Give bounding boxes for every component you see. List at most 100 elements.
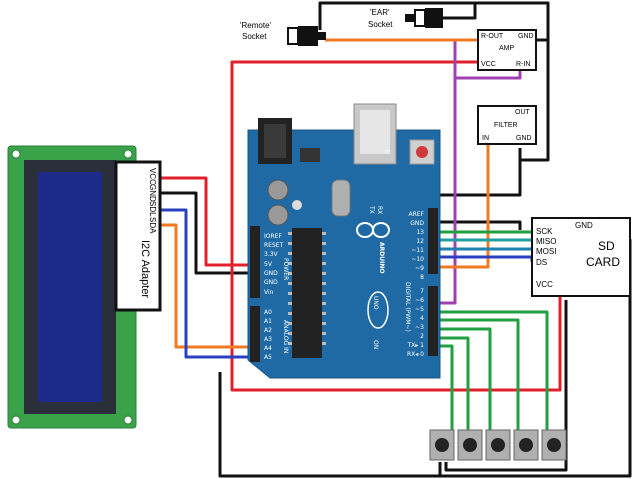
remote-socket-label-2: Socket [242, 32, 267, 41]
digital-top-pin-0: AREF [408, 211, 424, 218]
filter-out: OUT [515, 109, 531, 116]
digital-bottom-pin-4: ~3 [415, 324, 424, 331]
ear-socket-label-1: 'EAR' [370, 8, 390, 17]
push-button-3 [485, 429, 511, 461]
arduino-model: UNO [372, 296, 379, 310]
digital-bottom-pin-0: 7 [420, 288, 424, 295]
wire-blue-lcd-a5 [160, 208, 255, 359]
digital-bottom-pin-2: ~5 [415, 306, 424, 313]
i2c-title: I2C Adapter [139, 240, 151, 298]
remote-socket: 'Remote' Socket [240, 21, 326, 46]
sd-sck: SCK [536, 227, 553, 236]
filter-title: FILTER [494, 122, 518, 129]
sd-title-2: CARD [586, 255, 620, 269]
analog-label: ANALOG IN [282, 320, 289, 353]
digital-top-pin-5: ~10 [411, 256, 424, 263]
digital-label: DIGITAL (PWM~) [404, 282, 411, 332]
sd-ds: DS [536, 258, 547, 267]
digital-bottom-pin-7: RX◂ 0 [407, 351, 424, 358]
amp-title: AMP [499, 45, 515, 52]
push-button-5 [541, 429, 567, 461]
amp-r-in: R-IN [516, 61, 530, 68]
digital-top-pin-3: 12 [416, 238, 424, 245]
wire-black-arduino-gnd-sd [438, 220, 522, 230]
digital-bottom-pin-6: TX▸ 1 [406, 342, 424, 349]
power-pin-3: 5V [264, 261, 273, 268]
analog-pin-3: A3 [264, 336, 272, 343]
arduino-uno-board: ARDUINO UNO ON TX RX L IOREF RESET 3.3V … [247, 103, 441, 379]
mcu-pins [288, 232, 326, 345]
analog-header: A0 A1 A2 A3 A4 A5 ANALOG IN [250, 306, 289, 362]
digital-top-pin-7: 8 [420, 274, 424, 281]
on-label: ON [372, 340, 379, 349]
i2c-vcc: VCC [148, 168, 157, 185]
power-pin-4: GND [264, 270, 278, 277]
filter-in: IN [482, 135, 489, 142]
tx-label: TX [368, 205, 375, 214]
sd-card-module: GND SCK MISO MOSI DS VCC SD CARD [531, 217, 631, 297]
power-pin-5: GND [264, 279, 278, 286]
digital-header-bottom: 7 ~6 ~5 4 ~3 2 TX▸ 1 RX◂ 0 DIGITAL (PWM~… [404, 282, 438, 358]
arduino-logo-icon [356, 222, 390, 238]
wire-black-ear-socket [433, 3, 477, 20]
push-button-4 [513, 429, 539, 461]
i2c-adapter: VCC GND SDL SDA I2C Adapter [114, 160, 162, 312]
analog-pin-5: A5 [264, 354, 272, 361]
wire-green-btn4 [438, 336, 470, 432]
wire-orange-lcd-a4 [160, 223, 255, 349]
digital-bottom-pin-1: ~6 [415, 297, 424, 304]
wire-orange-filter-pin9 [438, 140, 490, 269]
digital-top-pin-4: ~11 [411, 247, 424, 254]
wire-blue-sd-ds [438, 255, 534, 262]
i2c-sda: SDA [148, 217, 157, 234]
wire-green-btn1 [438, 310, 549, 432]
filter-gnd: GND [516, 135, 532, 142]
power-pin-0: IOREF [264, 233, 282, 240]
l-label: L [384, 150, 391, 154]
wire-green-btn3 [438, 327, 492, 432]
digital-bottom-pin-5: 2 [420, 333, 424, 340]
digital-top-pin-2: 13 [416, 229, 424, 236]
analog-pin-2: A2 [264, 327, 272, 334]
power-pin-1: RESET [264, 242, 284, 249]
amp-r-out: R-OUT [481, 33, 504, 40]
power-pin-6: Vin [264, 289, 274, 296]
analog-pin-0: A0 [264, 309, 272, 316]
push-buttons [429, 429, 567, 461]
push-button-1 [429, 429, 455, 461]
power-label: POWER [282, 258, 289, 280]
wire-black-lcd-gnd [160, 191, 255, 275]
i2c-gnd: GND [148, 184, 157, 202]
sd-gnd: GND [575, 221, 593, 230]
digital-bottom-pin-3: 4 [420, 315, 424, 322]
sd-vcc: VCC [536, 280, 553, 289]
digital-header-top: AREF GND 13 12 ~11 ~10 ~9 8 [408, 208, 438, 281]
sd-title-1: SD [598, 239, 615, 253]
analog-pin-4: A4 [264, 345, 272, 352]
wire-black-btn-gnd-rail [444, 300, 568, 472]
amp-module: R-OUT GND AMP VCC R-IN [477, 29, 537, 71]
filter-module: OUT FILTER IN GND [477, 105, 537, 145]
sd-miso: MISO [536, 237, 556, 246]
push-button-2 [457, 429, 483, 461]
ear-socket-label-2: Socket [368, 20, 393, 29]
i2c-sdl: SDL [148, 201, 157, 217]
ear-socket: 'EAR' Socket [368, 8, 443, 29]
power-header: IOREF RESET 3.3V 5V GND GND Vin POWER [250, 226, 289, 298]
digital-top-pin-1: GND [410, 220, 424, 227]
amp-gnd: GND [518, 33, 534, 40]
arduino-brand: ARDUINO [378, 242, 385, 273]
lcd-display [7, 145, 137, 429]
wire-green-btn2 [438, 318, 520, 432]
wire-green-btn5 [438, 344, 454, 432]
sd-mosi: MOSI [536, 247, 556, 256]
amp-vcc: VCC [481, 61, 496, 68]
digital-top-pin-6: ~9 [415, 265, 424, 272]
wire-red-lcd-vcc [160, 176, 255, 267]
remote-socket-label-1: 'Remote' [240, 21, 272, 30]
analog-pin-1: A1 [264, 318, 272, 325]
power-pin-2: 3.3V [264, 251, 279, 258]
rx-label: RX [376, 206, 383, 214]
